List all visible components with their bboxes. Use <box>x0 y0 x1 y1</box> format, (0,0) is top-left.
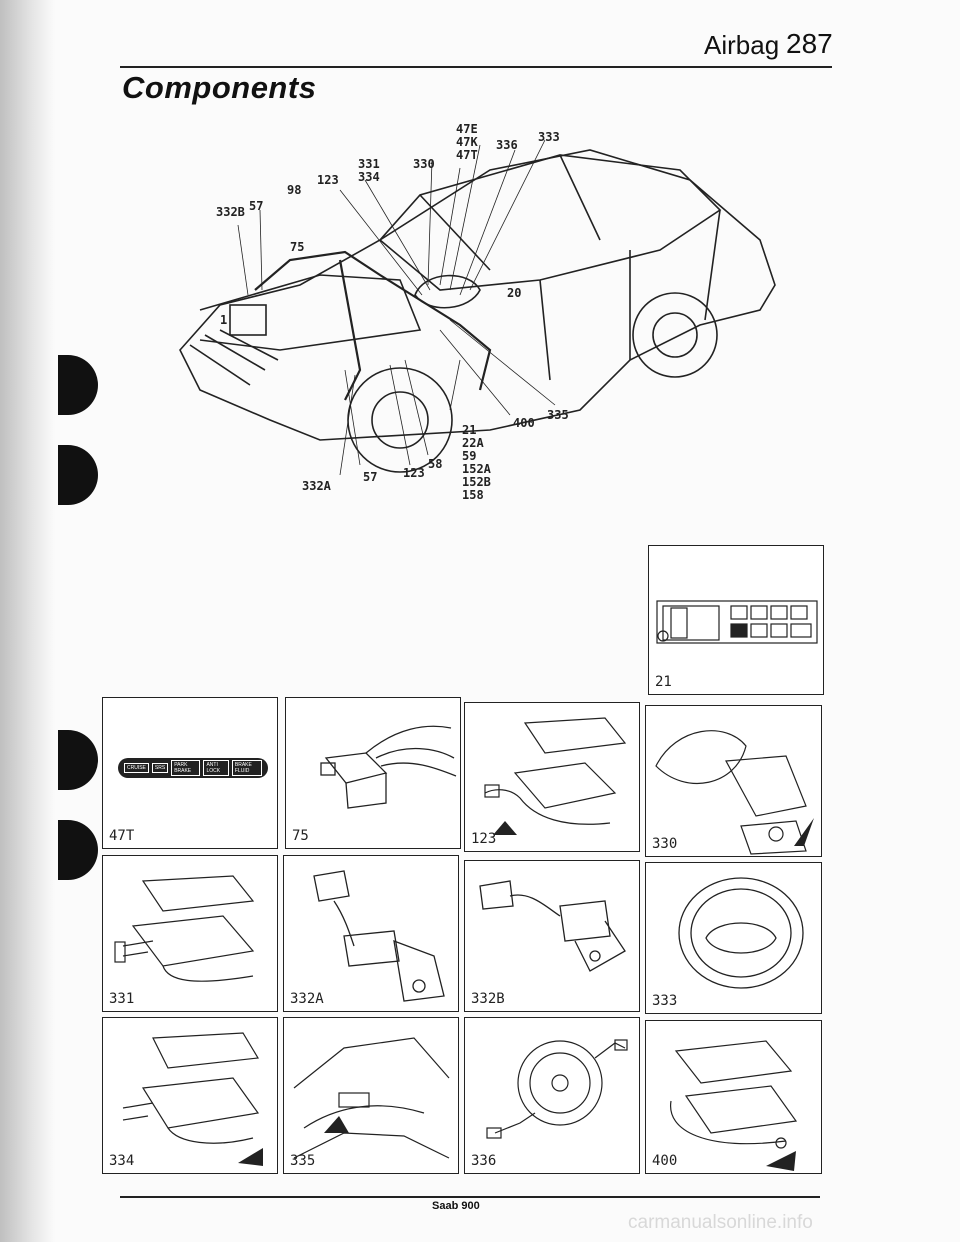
car-door-lines <box>539 209 721 381</box>
arrow-icon <box>238 1148 263 1166</box>
panel-label: 332A <box>290 991 324 1007</box>
panel-333: 333 <box>645 862 822 1014</box>
callout-333: 333 <box>538 130 560 144</box>
panel-47t: CRUISE SRS PARK BRAKE ANTI LOCK BRAKE FL… <box>102 697 278 849</box>
panel-label: 332B <box>471 991 505 1007</box>
header-rule <box>120 66 832 68</box>
car-body-outline <box>179 149 776 441</box>
callout-57-top: 57 <box>249 199 264 213</box>
callout-47e: 47E <box>456 122 478 136</box>
callout-330: 330 <box>413 157 435 171</box>
callout-152b: 152B <box>462 475 491 489</box>
callout-22a: 22A <box>462 436 484 450</box>
watermark: carmanualsonline.info <box>628 1212 813 1233</box>
dashboard-330-drawing <box>655 730 814 855</box>
steering-wheel <box>414 274 481 309</box>
panel-label: 333 <box>652 993 678 1009</box>
punch-hole <box>58 730 98 790</box>
panel-332b: 332B <box>464 860 640 1012</box>
header-title: Airbag <box>704 30 780 60</box>
warning-lamp-strip: CRUISE SRS PARK BRAKE ANTI LOCK BRAKE FL… <box>118 758 268 778</box>
arrow-icon <box>493 821 517 835</box>
panel-label: 400 <box>652 1153 678 1169</box>
panel-label: 335 <box>290 1153 316 1169</box>
connector-75-drawing <box>320 725 457 809</box>
callout-21: 21 <box>462 423 477 437</box>
punch-hole <box>58 820 98 880</box>
callout-47k: 47K <box>456 135 478 149</box>
panel-400: 400 <box>645 1020 822 1174</box>
panel-75: 75 <box>285 697 461 849</box>
callout-336: 336 <box>496 138 518 152</box>
punch-hole <box>58 445 98 505</box>
footer-text: Saab 900 <box>432 1200 480 1212</box>
page-binding-edge <box>0 0 55 1242</box>
battery <box>229 304 267 336</box>
panel-label: 330 <box>652 836 678 852</box>
callout-47t: 47T <box>456 148 478 162</box>
lamp-cruise: CRUISE <box>124 763 149 773</box>
panel-332a: 332A <box>283 855 459 1012</box>
panel-label: 47T <box>109 828 135 844</box>
panel-label: 334 <box>109 1153 135 1169</box>
lamp-park-brake: PARK BRAKE <box>171 760 201 776</box>
car-windshield <box>419 154 601 271</box>
callout-335: 335 <box>547 408 569 422</box>
callout-158: 158 <box>462 488 484 502</box>
arrow-icon <box>766 1151 796 1171</box>
panel-336: 336 <box>464 1017 640 1174</box>
module-331-drawing <box>114 875 255 982</box>
steering-wheel-333-drawing <box>678 877 804 989</box>
car-cutaway-illustration <box>179 139 776 476</box>
car-hood <box>199 274 422 351</box>
callout-332b: 332B <box>216 205 245 219</box>
punch-hole <box>58 355 98 415</box>
lamp-anti-lock: ANTI LOCK <box>203 760 229 776</box>
callout-331: 331 <box>358 157 380 171</box>
panel-label: 21 <box>655 674 672 690</box>
rear-wheel <box>632 292 718 378</box>
callout-75: 75 <box>290 240 305 254</box>
callout-123-top: 123 <box>317 173 339 187</box>
callout-20: 20 <box>507 286 522 300</box>
panel-335: 335 <box>283 1017 459 1174</box>
panel-label: 336 <box>471 1153 497 1169</box>
sensor-332a-drawing <box>313 870 445 1002</box>
module-334-drawing <box>122 1032 263 1166</box>
car-grille <box>189 329 279 386</box>
harness-335-drawing <box>293 1037 450 1159</box>
module-400-drawing <box>670 1040 798 1171</box>
panel-331: 331 <box>102 855 278 1012</box>
wiring-harness <box>254 250 492 401</box>
sensor-332b-drawing <box>479 880 626 972</box>
callout-59: 59 <box>462 449 477 463</box>
panel-label: 75 <box>292 828 309 844</box>
arrow-icon <box>794 818 814 846</box>
car-roof <box>378 154 722 291</box>
contact-reel-336-drawing <box>486 1039 628 1139</box>
section-title: Components <box>122 70 317 105</box>
footer-rule <box>120 1196 820 1198</box>
callout-332a: 332A <box>302 479 331 493</box>
page-number: 287 <box>786 28 833 59</box>
callout-57-bottom: 57 <box>363 470 378 484</box>
callout-123-bottom: 123 <box>403 466 425 480</box>
lamp-brake-fluid: BRAKE FLUID <box>231 760 263 776</box>
panel-330: 330 <box>645 705 822 857</box>
instrument-cluster-drawing <box>656 600 818 644</box>
arrow-icon <box>324 1116 349 1133</box>
panel-334: 334 <box>102 1017 278 1174</box>
panel-123: 123 <box>464 702 640 852</box>
callout-1: 1 <box>220 313 228 327</box>
callout-152a: 152A <box>462 462 491 476</box>
module-123-drawing <box>484 717 627 835</box>
lamp-srs: SRS <box>151 763 169 773</box>
callout-98: 98 <box>287 183 302 197</box>
panel-label: 123 <box>471 831 497 847</box>
panel-label: 331 <box>109 991 135 1007</box>
callout-400: 400 <box>513 416 535 430</box>
callout-58: 58 <box>428 457 443 471</box>
panel-21: 21 <box>648 545 824 695</box>
callout-334: 334 <box>358 170 380 184</box>
